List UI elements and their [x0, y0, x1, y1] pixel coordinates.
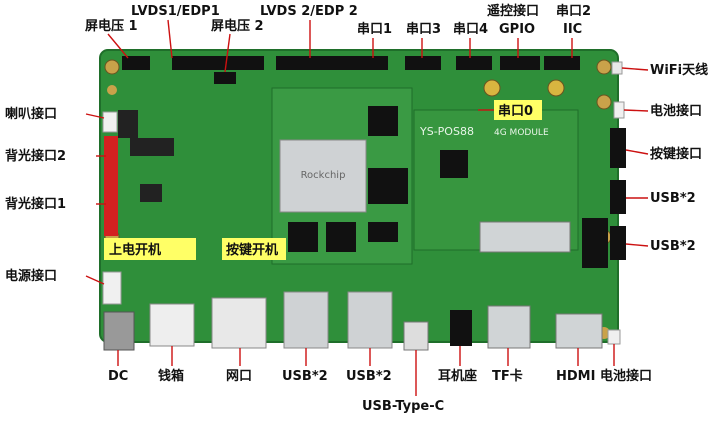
backlight1-label: 背光接口1 — [5, 196, 66, 212]
screen-v1-label: 屏电压 1 — [85, 18, 138, 34]
uart1-label: 串口1 — [357, 21, 392, 37]
cashbox-label: 钱箱 — [158, 368, 184, 384]
uart2-label: 串口2 — [556, 3, 591, 19]
lvds1-label: LVDS1/EDP1 — [131, 4, 220, 19]
power-on-highlight — [104, 238, 196, 260]
wifi-label: WiFi天线 — [650, 62, 708, 78]
uart0-highlight — [494, 100, 542, 120]
left-connectors — [102, 110, 174, 305]
board-model-text: YS-POS88 — [419, 125, 474, 138]
dc-label: DC — [108, 369, 128, 384]
key-on-highlight — [222, 238, 286, 260]
uart4-label: 串口4 — [453, 21, 488, 37]
remote-label: 遥控接口 — [487, 3, 539, 19]
usb-typec-label: USB-Type-C — [362, 399, 444, 414]
uart0-label: 串口0 — [498, 103, 533, 119]
power-port-label: 电源接口 — [5, 268, 57, 284]
power-on-label: 上电开机 — [109, 242, 161, 258]
4g-module-area: YS-POS88 4G MODULE — [413, 109, 608, 268]
gpio-label: GPIO — [499, 22, 535, 37]
usb-bottom-1-label: USB*2 — [282, 369, 328, 384]
module-text: 4G MODULE — [494, 128, 549, 138]
key-on-label: 按键开机 — [226, 242, 278, 258]
earphone-label: 耳机座 — [438, 368, 477, 384]
speaker-label: 喇叭接口 — [5, 106, 57, 122]
battery-bottom-label: 电池接口 — [600, 368, 652, 384]
tf-label: TF卡 — [492, 368, 523, 384]
chip-brand-text: Rockchip — [301, 170, 346, 181]
uart3-label: 串口3 — [406, 21, 441, 37]
screen-v2-label: 屏电压 2 — [211, 18, 264, 34]
top-headers — [122, 56, 580, 84]
bottom-ports — [103, 291, 621, 351]
lan-label: 网口 — [226, 369, 252, 384]
usb-bottom-2-label: USB*2 — [346, 369, 392, 384]
right-connectors — [610, 61, 626, 260]
lvds2-label: LVDS 2/EDP 2 — [260, 4, 358, 19]
battery-right-label: 电池接口 — [650, 103, 702, 119]
usb-right-1-label: USB*2 — [650, 191, 696, 206]
usb-right-2-label: USB*2 — [650, 239, 696, 254]
core-module: Rockchip — [271, 87, 413, 265]
key-port-label: 按键接口 — [650, 146, 702, 162]
backlight2-label: 背光接口2 — [5, 148, 66, 164]
iic-label: IIC — [563, 22, 582, 37]
hdmi-label: HDMI — [556, 369, 595, 384]
